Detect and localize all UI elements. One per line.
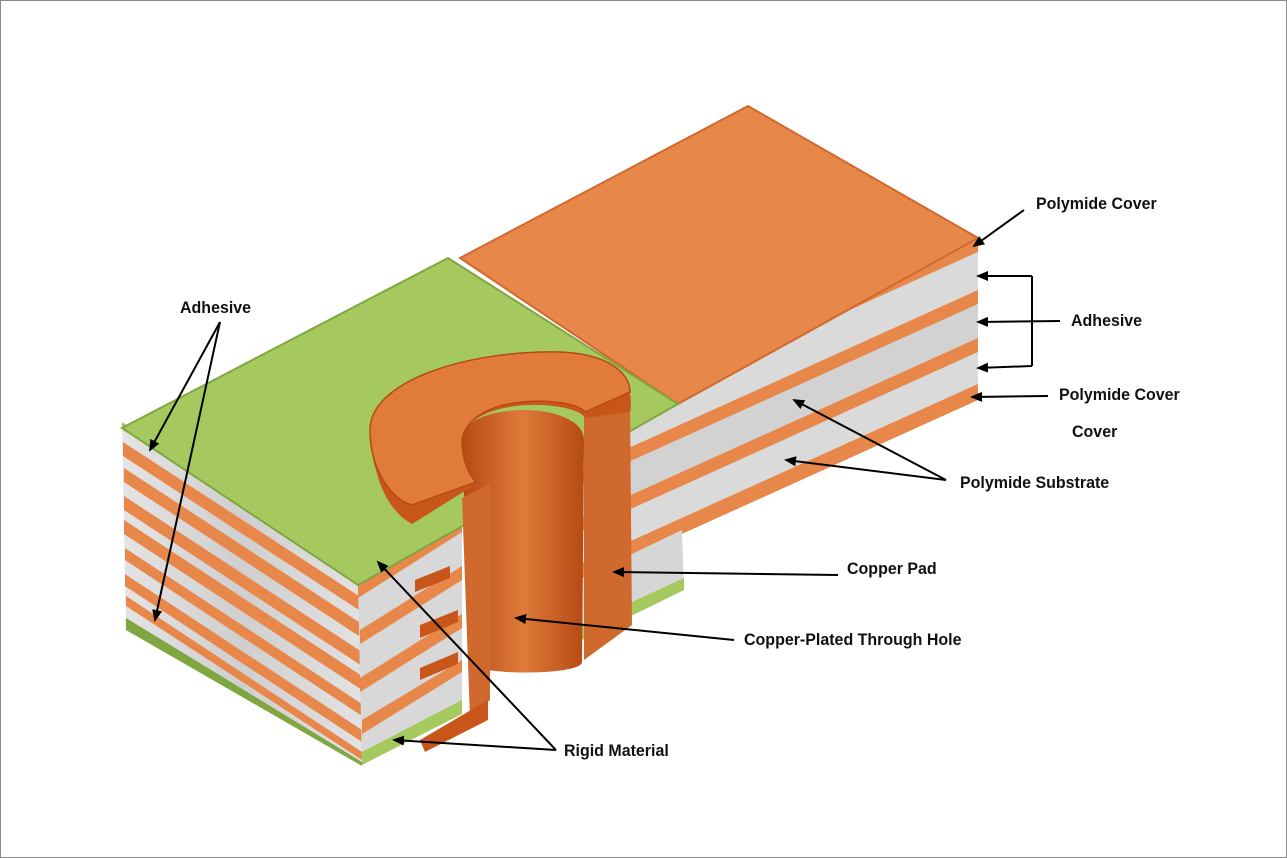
leader-lines <box>149 209 1061 751</box>
label-through-hole: Copper-Plated Through Hole <box>744 630 962 649</box>
label-adhesive-right: Adhesive <box>1071 311 1143 330</box>
arrow-polymide-substrate-1 <box>792 399 947 481</box>
flex-layer-substrate <box>580 304 978 518</box>
flex-layer-copper-2 <box>580 338 978 532</box>
arrow-adhesive-left-upper <box>149 321 221 452</box>
copper-plated-through-hole <box>420 404 632 752</box>
arrow-adhesive-right-2 <box>976 316 1061 327</box>
label-polymide-cover-mid-wrap: Cover <box>1072 422 1118 441</box>
copper-annular-ring <box>369 351 631 524</box>
label-rigid-material: Rigid Material <box>564 741 669 760</box>
label-adhesive-left: Adhesive <box>180 298 252 317</box>
arrow-rigid-material-top <box>376 560 557 751</box>
arrow-polymide-cover-mid <box>970 391 1049 402</box>
flex-layer-polymide-bottom <box>580 384 978 580</box>
arrow-polymide-substrate-2 <box>784 456 947 481</box>
label-polymide-cover-mid: Polymide Cover <box>1059 385 1180 404</box>
flex-layer-adhesive-1 <box>580 252 978 470</box>
arrow-adhesive-left-lower <box>152 321 221 622</box>
arrow-rigid-material-bottom <box>392 735 557 751</box>
label-copper-pad: Copper Pad <box>847 559 937 578</box>
label-polymide-cover-top: Polymide Cover <box>1036 194 1157 213</box>
arrow-copper-pad <box>612 567 839 578</box>
arrow-adhesive-right-3 <box>976 362 1033 373</box>
label-polymide-substrate: Polymide Substrate <box>960 473 1110 492</box>
arrow-through-hole <box>514 614 735 641</box>
arrow-polymide-cover-top <box>972 209 1025 248</box>
flex-layer-adhesive-2 <box>580 352 978 564</box>
flex-layer-copper-1 <box>580 290 978 484</box>
